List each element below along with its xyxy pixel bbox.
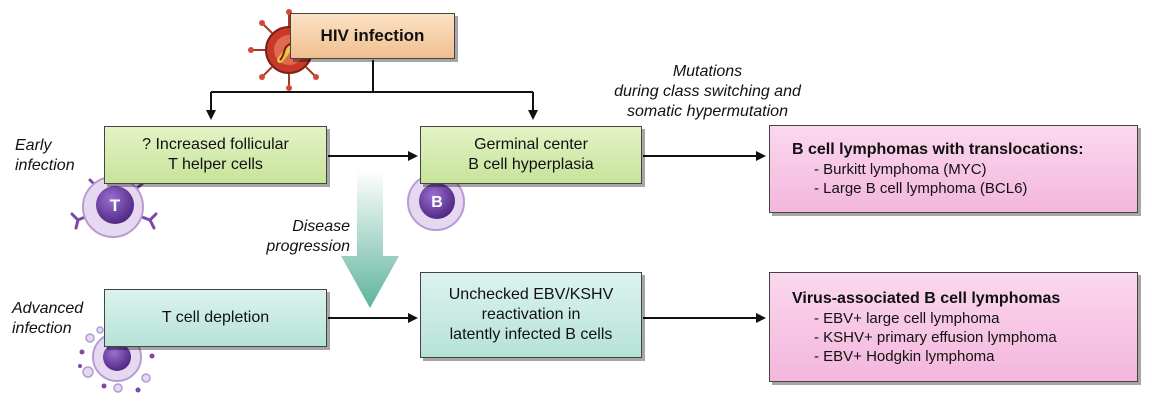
t-cell-label: T <box>110 196 121 215</box>
t-cell-depletion-box: T cell depletion <box>104 289 327 347</box>
virus-lymphoma-item: - KSHV+ primary effusion lymphoma <box>814 328 1057 346</box>
translocation-lymphoma-box: B cell lymphomas with translocations: - … <box>769 125 1138 213</box>
hiv-infection-label: HIV infection <box>320 26 425 45</box>
virus-lymphoma-item: - EBV+ large cell lymphoma <box>814 309 1000 327</box>
early-infection-label: Early infection <box>15 137 75 174</box>
mutations-label: Mutations during class switching and som… <box>614 63 801 120</box>
germinal-center-box: Germinal center B cell hyperplasia <box>420 126 642 184</box>
virus-lymphoma-title: Virus-associated B cell lymphomas <box>792 289 1061 307</box>
disease-progression-label: Disease progression <box>266 218 350 255</box>
b-cell-label: B <box>431 194 443 211</box>
progression-arrow <box>341 170 399 308</box>
translocation-lymphoma-title: B cell lymphomas with translocations: <box>792 141 1084 158</box>
translocation-item: - Large B cell lymphoma (BCL6) <box>814 180 1028 197</box>
t-cell-icon: T <box>70 176 158 238</box>
advanced-infection-label: Advanced infection <box>12 300 84 337</box>
virus-lymphoma-box: Virus-associated B cell lymphomas - EBV+… <box>769 272 1138 382</box>
follicular-helper-box: ? Increased follicular T helper cells <box>104 126 327 184</box>
translocation-item: - Burkitt lymphoma (MYC) <box>814 161 987 178</box>
hiv-split-connector <box>206 60 538 120</box>
hiv-infection-box: HIV infection <box>290 13 455 59</box>
virus-lymphoma-item: - EBV+ Hodgkin lymphoma <box>814 347 995 365</box>
ebv-reactivation-box: Unchecked EBV/KSHV reactivation in laten… <box>420 272 642 358</box>
